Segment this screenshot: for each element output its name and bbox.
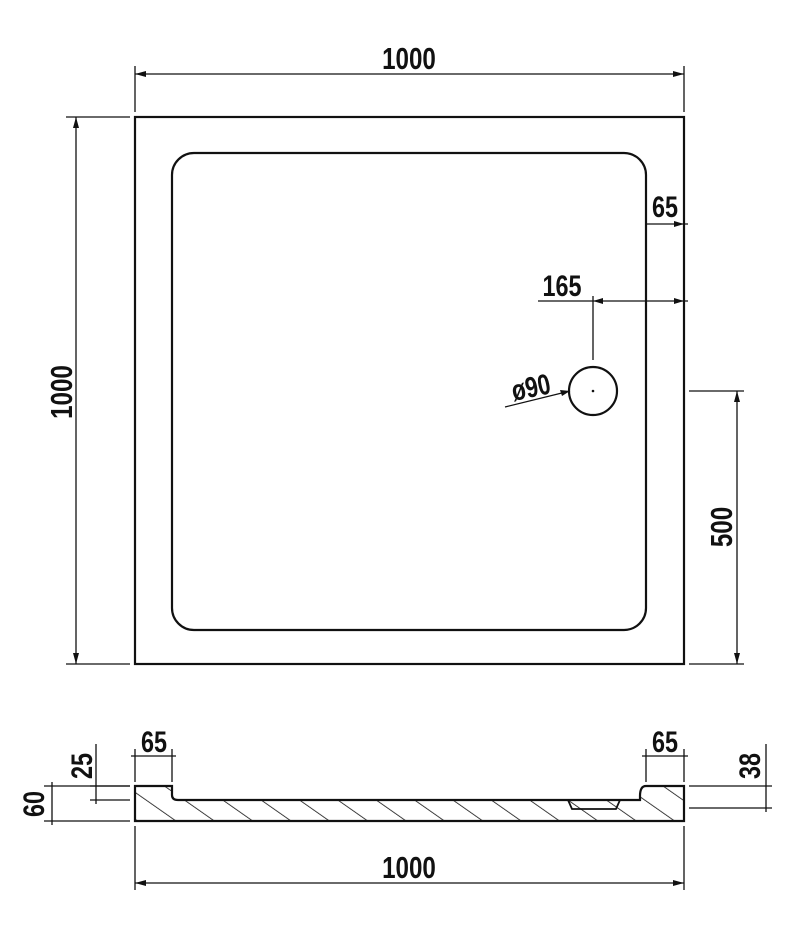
drain-center-label: 500: [704, 507, 739, 547]
section-depth-left-label: 25: [65, 753, 98, 779]
plan-height-label: 1000: [44, 365, 79, 419]
plan-width-dimension: 1000: [134, 41, 685, 112]
drain-center-dimension: 500: [689, 390, 744, 665]
section-depth-right-dimension: 38: [689, 744, 772, 812]
tray-outline: [133, 115, 686, 666]
plan-rim-dimension: 65: [646, 190, 688, 355]
section-profile: [133, 784, 686, 823]
plan-width-label: 1000: [382, 41, 436, 76]
section-depth-right-label: 38: [733, 753, 766, 779]
drain-center-point: [591, 389, 595, 393]
section-rim-right-dimension: 65: [642, 725, 688, 782]
section-rim-left-dimension: 65: [131, 725, 176, 782]
section-view: [133, 784, 686, 823]
section-length-label: 1000: [382, 850, 436, 885]
drain-offset-label: 165: [542, 269, 581, 302]
plan-view: [133, 115, 686, 666]
plan-rim-label: 65: [652, 190, 678, 223]
section-length-dimension: 1000: [134, 826, 685, 890]
section-rim-left-label: 65: [141, 725, 167, 758]
drain-offset-dimension: 165: [538, 269, 688, 360]
section-height-dimension: 60: [17, 782, 130, 825]
plan-height-dimension: 1000: [44, 116, 130, 665]
tray-basin-outline: [170, 151, 648, 632]
drain-diameter-leader: ø90: [504, 367, 571, 408]
drain-diameter-label: ø90: [508, 367, 553, 408]
section-height-label: 60: [17, 791, 50, 817]
section-rim-right-label: 65: [652, 725, 678, 758]
section-depth-left-dimension: 25: [65, 744, 130, 804]
section-drain-recess: [567, 799, 621, 810]
